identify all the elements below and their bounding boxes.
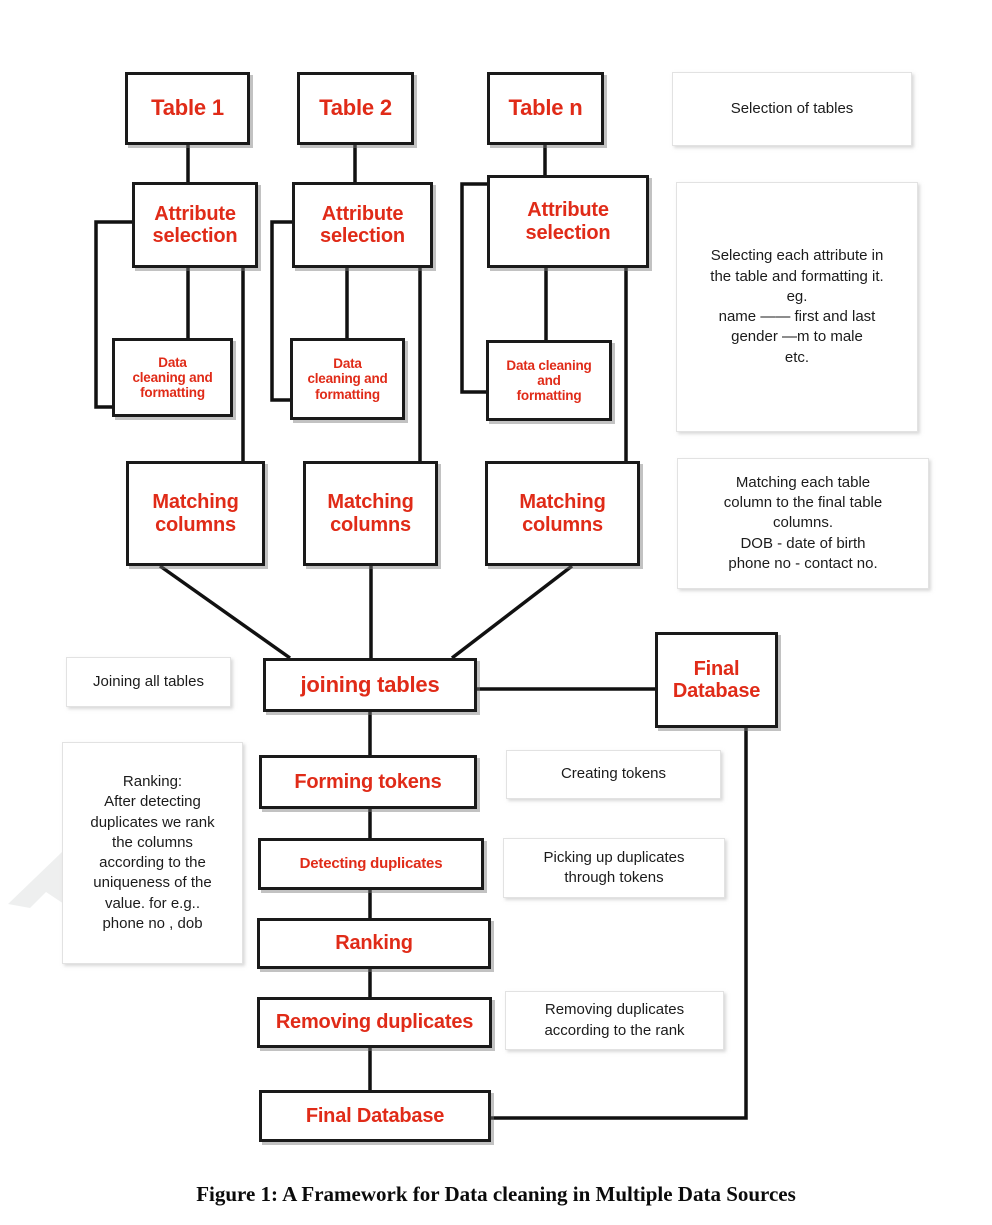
note-joining-all-tables-text: Joining all tables [93,672,204,690]
node-forming-tokens[interactable]: Forming tokens [259,755,477,809]
node-final-database-right-label: Final Database [672,657,761,702]
node-ranking-label: Ranking [335,932,413,955]
node-data-cleaning-1-label: Data cleaning and formatting [132,354,213,401]
node-matching-columns-n-label: Matching columns [519,491,606,536]
note-ranking-text: Ranking: After detecting duplicates we r… [90,773,215,932]
note-selection-of-tables: Selection of tables [672,72,912,146]
node-ranking[interactable]: Ranking [257,918,491,969]
edge-matching1-to-joining [158,564,292,660]
node-attribute-selection-2[interactable]: Attribute selection [292,182,433,268]
edge-matchingn-to-joining [450,564,574,660]
node-table-2-label: Table 2 [319,95,392,121]
edge-cleann-loopback [460,182,487,394]
watermark-arrow-icon [8,852,64,908]
node-data-cleaning-n[interactable]: Data cleaning and formatting [486,340,612,421]
node-joining-tables-label: joining tables [300,671,440,697]
note-matching-columns-text: Matching each table column to the final … [723,473,883,572]
note-ranking: Ranking: After detecting duplicates we r… [62,742,243,964]
node-removing-duplicates[interactable]: Removing duplicates [257,997,492,1048]
note-removing-duplicates: Removing duplicates according to the ran… [505,991,724,1050]
node-data-cleaning-1[interactable]: Data cleaning and formatting [112,338,233,417]
node-attribute-selection-1-label: Attribute selection [152,202,238,247]
node-attribute-selection-n-label: Attribute selection [525,199,611,244]
note-attribute-formatting-text: Selecting each attribute in the table an… [710,247,884,366]
note-removing-duplicates-text: Removing duplicates according to the ran… [544,1001,685,1039]
node-matching-columns-2-label: Matching columns [327,491,414,536]
edge-clean2-loopback [270,220,292,402]
note-joining-all-tables: Joining all tables [66,657,231,707]
node-matching-columns-1[interactable]: Matching columns [126,461,265,566]
note-creating-tokens: Creating tokens [506,750,721,799]
node-detecting-duplicates-label: Detecting duplicates [299,854,443,872]
node-table-n-label: Table n [508,95,583,121]
note-creating-tokens-text: Creating tokens [560,765,667,783]
node-attribute-selection-2-label: Attribute selection [320,202,405,247]
node-data-cleaning-2-label: Data cleaning and formatting [307,356,388,402]
note-selection-of-tables-text: Selection of tables [730,99,854,117]
node-data-cleaning-n-label: Data cleaning and formatting [506,357,592,404]
node-data-cleaning-2[interactable]: Data cleaning and formatting [290,338,405,420]
note-matching-columns: Matching each table column to the final … [677,458,929,589]
figure-caption: Figure 1: A Framework for Data cleaning … [196,1182,796,1206]
node-table-2[interactable]: Table 2 [297,72,414,145]
node-matching-columns-2[interactable]: Matching columns [303,461,438,566]
node-removing-duplicates-label: Removing duplicates [275,1011,474,1034]
node-detecting-duplicates[interactable]: Detecting duplicates [258,838,484,890]
note-picking-duplicates-text: Picking up duplicates through tokens [543,848,685,886]
node-forming-tokens-label: Forming tokens [294,770,442,793]
note-picking-duplicates: Picking up duplicates through tokens [503,838,725,898]
node-table-1[interactable]: Table 1 [125,72,250,145]
node-final-database-right[interactable]: Final Database [655,632,778,728]
node-attribute-selection-1[interactable]: Attribute selection [132,182,258,268]
node-table-1-label: Table 1 [151,95,224,121]
node-matching-columns-1-label: Matching columns [152,491,239,536]
node-matching-columns-n[interactable]: Matching columns [485,461,640,566]
note-attribute-formatting: Selecting each attribute in the table an… [676,182,918,432]
node-final-database-bottom-label: Final Database [305,1104,445,1127]
node-table-n[interactable]: Table n [487,72,604,145]
node-joining-tables[interactable]: joining tables [263,658,477,712]
node-attribute-selection-n[interactable]: Attribute selection [487,175,649,268]
node-final-database-bottom[interactable]: Final Database [259,1090,491,1142]
